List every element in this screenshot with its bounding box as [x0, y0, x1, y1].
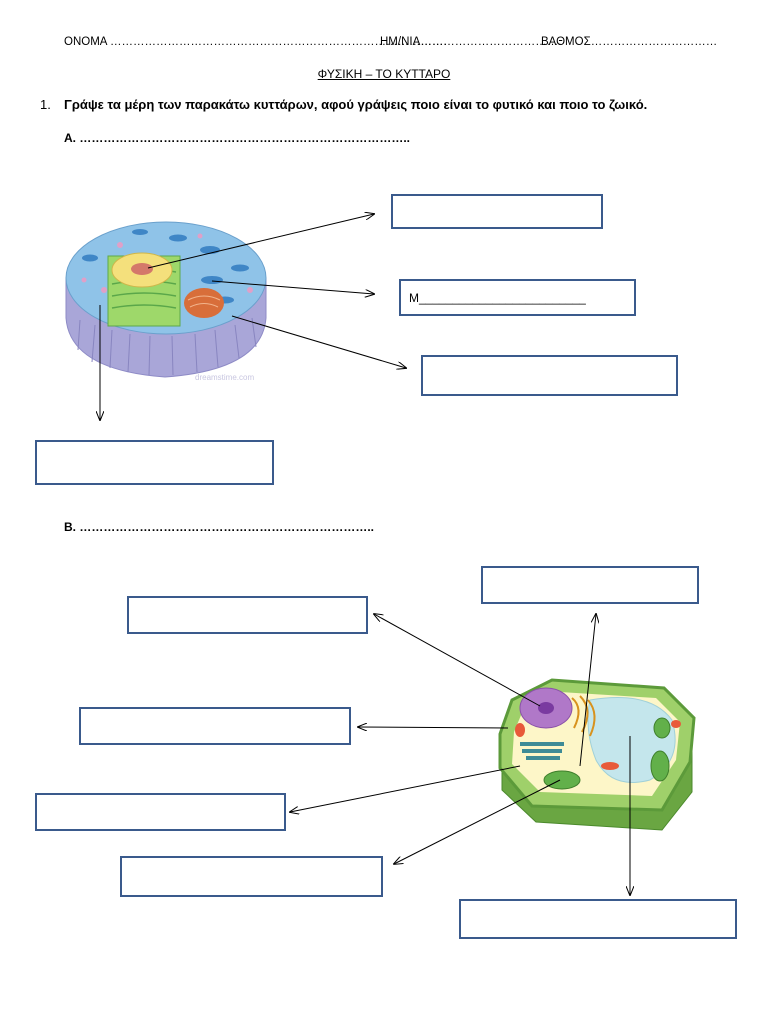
date-dots: ……………………………….	[420, 36, 562, 48]
grade-field[interactable]: ΒΑΘΜΟΣ……………………………	[541, 36, 717, 48]
name-dots: …………………………………………………………………………….	[110, 36, 447, 48]
answer-box-a3[interactable]	[421, 355, 678, 396]
grade-dots: ……………………………	[590, 36, 718, 48]
answer-box-a2[interactable]: Μ_________________________	[399, 279, 636, 316]
date-field[interactable]: ΗΜ/ΝΙΑ……………………………….	[380, 36, 561, 48]
name-field[interactable]: ΟΝΟΜΑ …………………………………………………………………………….	[64, 36, 447, 48]
section-a-dots: ………………………………………………………………………..	[79, 131, 411, 145]
answer-box-b1[interactable]	[481, 566, 699, 604]
section-a-label: Α.	[64, 131, 76, 145]
section-a-heading[interactable]: Α. ………………………………………………………………………..	[64, 131, 410, 145]
answer-box-b4[interactable]	[35, 793, 286, 831]
name-label: ΟΝΟΜΑ	[64, 36, 107, 48]
date-label: ΗΜ/ΝΙΑ	[380, 36, 421, 48]
section-b-label: Β.	[64, 520, 76, 534]
animal-cell-arrows	[100, 214, 406, 420]
answer-box-b6[interactable]	[459, 899, 737, 939]
animal-cell-illustration: dreamstime.com	[65, 221, 267, 382]
grade-label: ΒΑΘΜΟΣ	[541, 36, 591, 48]
watermark: dreamstime.com	[195, 373, 254, 382]
plant-cell-illustration	[498, 678, 696, 831]
question-1: 1. Γράψε τα μέρη των παρακάτω κυττάρων, α…	[40, 97, 647, 112]
section-b-heading[interactable]: Β. ………………………………………………………………..	[64, 520, 374, 534]
answer-prefill: Μ_________________________	[409, 291, 586, 305]
answer-box-b3[interactable]	[79, 707, 351, 745]
page-title: ΦΥΣΙΚΗ – ΤΟ ΚΥΤΤΑΡΟ	[317, 67, 451, 81]
question-number: 1.	[40, 97, 51, 112]
answer-box-a1[interactable]	[391, 194, 603, 229]
answer-box-a4[interactable]	[35, 440, 274, 485]
answer-box-b5[interactable]	[120, 856, 383, 897]
section-b-dots: ………………………………………………………………..	[79, 520, 375, 534]
plant-cell-arrows	[290, 614, 630, 895]
question-text: Γράψε τα μέρη των παρακάτω κυττάρων, αφο…	[64, 97, 648, 112]
answer-box-b2[interactable]	[127, 596, 368, 634]
